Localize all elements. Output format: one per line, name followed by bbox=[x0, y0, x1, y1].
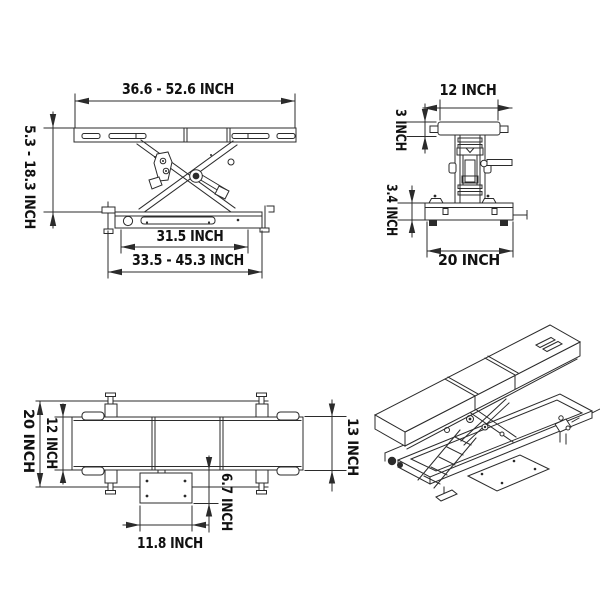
side-height-dimension: 5.3 - 18.3 INCH bbox=[21, 111, 103, 229]
iso-table-top bbox=[373, 324, 582, 450]
iso-left-rollers bbox=[384, 444, 405, 468]
side-view-base bbox=[101, 201, 275, 234]
top-plate-width-dimension: 11.8 INCH bbox=[122, 505, 210, 552]
side-height-label: 5.3 - 18.3 INCH bbox=[21, 125, 37, 229]
top-frame-width-dimension: 20 INCH bbox=[20, 400, 44, 488]
end-view-platform bbox=[429, 121, 509, 136]
top-side-width-label: 13 INCH bbox=[344, 418, 360, 476]
end-base-width-label: 20 INCH bbox=[438, 251, 500, 269]
side-width-label: 36.6 - 52.6 INCH bbox=[122, 80, 234, 98]
top-table-width-dimension: 12 INCH bbox=[43, 403, 73, 485]
isometric-view bbox=[373, 324, 600, 502]
side-base-inner-dimension: 31.5 INCH bbox=[120, 227, 249, 254]
side-view-platform bbox=[73, 127, 297, 143]
side-view: 36.6 - 52.6 INCH 5.3 - 18.3 INCH bbox=[21, 80, 297, 279]
top-plate-offset-dimension: 6.7 INCH bbox=[193, 455, 234, 533]
side-view-scissor bbox=[136, 139, 238, 214]
top-side-width-dimension: 13 INCH bbox=[304, 399, 360, 492]
end-base-width-dimension: 20 INCH bbox=[426, 221, 514, 269]
top-view: 20 INCH 12 INCH 13 INCH 6.7 INCH bbox=[20, 392, 360, 552]
iso-scissor-ladder bbox=[417, 429, 477, 489]
top-plate-width-label: 11.8 INCH bbox=[137, 534, 203, 552]
end-view-base bbox=[424, 194, 528, 226]
end-base-height-label: 3.4 INCH bbox=[383, 184, 399, 236]
side-base-inner-label: 31.5 INCH bbox=[157, 227, 224, 245]
top-view-corner-brackets bbox=[104, 392, 269, 495]
iso-bottom-plate bbox=[466, 454, 551, 492]
top-view-bottom-plate bbox=[139, 469, 193, 504]
end-view-column bbox=[448, 134, 513, 204]
end-base-height-dimension: 3.4 INCH bbox=[383, 184, 425, 238]
end-top-thickness-label: 3 INCH bbox=[392, 109, 408, 151]
crank-hub bbox=[480, 159, 488, 168]
end-top-width-dimension: 12 INCH bbox=[422, 81, 513, 121]
side-width-dimension: 36.6 - 52.6 INCH bbox=[74, 80, 296, 128]
side-base-range-dimension: 33.5 - 45.3 INCH bbox=[107, 230, 263, 279]
top-plate-offset-label: 6.7 INCH bbox=[218, 473, 234, 531]
iso-base-frame bbox=[396, 393, 600, 485]
iso-right-bracket bbox=[554, 415, 580, 445]
top-table-width-label: 12 INCH bbox=[43, 417, 59, 469]
top-view-table bbox=[71, 411, 304, 476]
side-base-range-label: 33.5 - 45.3 INCH bbox=[132, 251, 244, 269]
top-frame-width-label: 20 INCH bbox=[20, 409, 36, 473]
end-view: 12 INCH bbox=[383, 81, 528, 269]
end-top-thickness-dimension: 3 INCH bbox=[392, 103, 437, 154]
crank-handle bbox=[486, 159, 513, 166]
end-top-width-label: 12 INCH bbox=[440, 81, 497, 99]
iso-front-foot bbox=[435, 486, 458, 502]
